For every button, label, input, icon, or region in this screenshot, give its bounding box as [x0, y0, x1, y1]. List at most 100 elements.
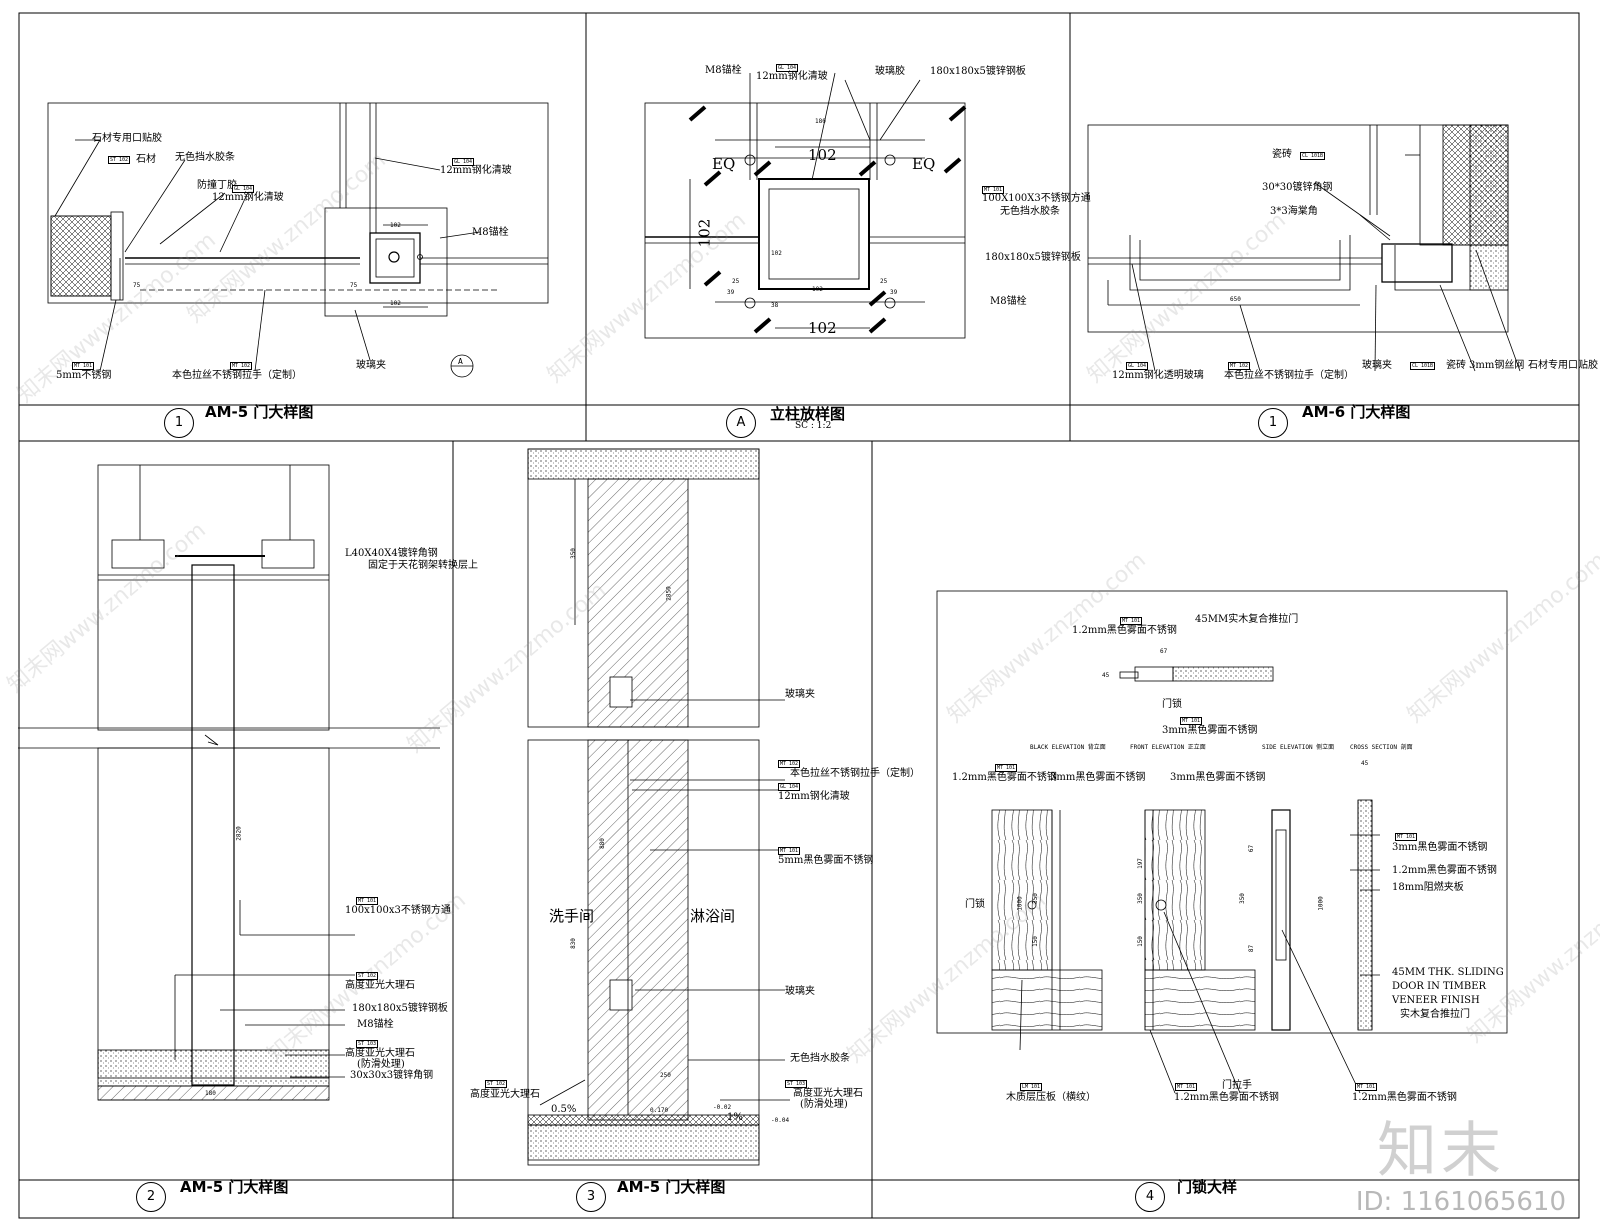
p3-dim: 2850 [665, 586, 673, 601]
p4-dim: 45 [1102, 672, 1110, 679]
p3-title: AM-5 门大样图 [617, 1178, 726, 1196]
pa-number: A [726, 408, 756, 438]
p1-dim: 75 [350, 282, 358, 289]
p1b-label: 30*30镀锌角钢 [1262, 182, 1333, 193]
p3-label: 12mm钢化清玻 [778, 791, 850, 802]
p4-number: 4 [1135, 1182, 1165, 1212]
p3-label: 无色挡水胶条 [790, 1053, 850, 1064]
p4-tag: MT 101 [1120, 617, 1143, 625]
p4-dim: 87 [1248, 944, 1256, 953]
p4-label: 3mm黑色雾面不锈钢 [1392, 842, 1488, 853]
p1b-dim: 650 [1230, 296, 1241, 303]
pa-dim: 180 [815, 118, 826, 125]
p1-label: 玻璃夹 [356, 360, 386, 371]
pa-label: 玻璃胶 [875, 66, 905, 77]
p3-tag: MT 101 [778, 847, 801, 855]
p4-tag: MT 101 [995, 764, 1018, 772]
pa-dim: 38 [771, 302, 779, 309]
p1-label: 石材专用口贴胶 [92, 133, 162, 144]
pa-dim-large: 102 [808, 319, 837, 337]
pa-label: 180x180x5镀锌钢板 [930, 66, 1026, 77]
p2-drawing [18, 464, 440, 1101]
p4-header: BLACK ELEVATION 背立面 [1030, 744, 1106, 751]
p2-tag: ST 103 [356, 1040, 379, 1048]
p4-label: 3mm黑色雾面不锈钢 [1050, 772, 1146, 783]
pa-dim: 102 [812, 286, 823, 293]
p1-label: 12mm钢化清玻 [440, 165, 512, 176]
p4-dim: 150 [1031, 936, 1039, 947]
brand-logo: 知末 [1377, 1116, 1505, 1186]
p4-title: 门锁大样 [1177, 1178, 1238, 1196]
p1-label: 石材 [136, 154, 156, 165]
p1-dim: 102 [390, 222, 401, 229]
p4-dim: 150 [1136, 936, 1144, 947]
p1-dim: 75 [133, 282, 141, 289]
p3-tag: ST 102 [485, 1080, 508, 1088]
p1-label: 防撞丁胶 [197, 180, 237, 191]
p3-label: 5mm黑色雾面不锈钢 [778, 855, 874, 866]
p1-dim: 102 [390, 300, 401, 307]
p1-label: 无色挡水胶条 [175, 152, 235, 163]
p1-number: 1 [164, 408, 194, 438]
p3-label: 高度亚光大理石 [793, 1088, 863, 1099]
p4-tag: MT 101 [1180, 717, 1203, 725]
p2-label: L40X40X4镀锌角钢 [345, 548, 438, 559]
p2-label: 30x30x3镀锌角钢 [350, 1070, 434, 1081]
p3-dim: 0.170 [650, 1107, 669, 1114]
p3-label: 玻璃夹 [785, 689, 815, 700]
p4-dim: 67 [1248, 844, 1256, 853]
p4-label: 1.2mm黑色雾面不锈钢 [1072, 625, 1177, 636]
p4-dim: 197 [1136, 858, 1144, 869]
p3-slope: 1% [727, 1112, 743, 1123]
p1b-drawing [1087, 124, 1521, 372]
p3-label: 本色拉丝不锈钢拉手（定制） [790, 768, 920, 779]
p1b-label: 本色拉丝不锈钢拉手（定制） [1224, 370, 1354, 381]
pa-label: 180x180x5镀锌钢板 [985, 252, 1081, 263]
pa-dim: 25 [880, 278, 888, 285]
p3-tag: GL 104 [778, 783, 801, 791]
p1-label: 12mm钢化清玻 [212, 192, 284, 203]
p4-label: 门拉手 [1222, 1080, 1252, 1091]
p3-dim: 880 [598, 838, 606, 849]
p4-label: 1.2mm黑色雾面不锈钢 [1392, 865, 1497, 876]
p4-dim: 1000 [1016, 896, 1024, 911]
p1b-tag: GL 104 [1126, 362, 1149, 370]
p1b-title: AM-6 门大样图 [1302, 403, 1411, 421]
p1b-number: 1 [1258, 408, 1288, 438]
p4-label: 3mm黑色雾面不锈钢 [1162, 725, 1258, 736]
p1-label: 本色拉丝不锈钢拉手（定制） [172, 370, 302, 381]
p2-label: M8锚栓 [357, 1019, 394, 1030]
p4-tag: LM 101 [1020, 1083, 1043, 1091]
p2-number: 2 [136, 1182, 166, 1212]
pa-ticks [688, 105, 967, 334]
p1-tag: MT 102 [230, 362, 253, 370]
p2-tag: MT 101 [356, 897, 379, 905]
p3-number: 3 [576, 1182, 606, 1212]
pa-tag: GL 104 [776, 64, 799, 72]
p3-room-label: 淋浴间 [690, 907, 736, 925]
p4-header: CROSS SECTION 剖面 [1350, 744, 1413, 751]
pa-dim: 39 [727, 289, 735, 296]
p4-label: 45MM THK. SLIDING [1392, 967, 1504, 978]
p1b-label: 瓷砖 [1446, 360, 1466, 371]
p1b-label: 瓷砖 [1272, 149, 1292, 160]
p4-dim: 350 [1136, 893, 1144, 904]
p1-tag: MT 101 [72, 362, 95, 370]
p3-label: 玻璃夹 [785, 986, 815, 997]
p2-dim: 2820 [235, 826, 243, 841]
p2-label: 高度亚光大理石 [345, 980, 415, 991]
p1-label: M8锚栓 [472, 227, 509, 238]
pa-dim: 102 [771, 250, 782, 257]
pa-label: 12mm钢化清玻 [756, 71, 828, 82]
pa-dim-large: 102 [808, 146, 837, 164]
p4-dim: 45 [1361, 760, 1369, 767]
p1b-tag: MT 102 [1228, 362, 1251, 370]
pa-title: 立柱放样图 [770, 405, 846, 423]
p4-tag: MT 101 [1395, 833, 1418, 841]
p4-dim: 67 [1160, 648, 1168, 655]
p4-header: FRONT ELEVATION 正立面 [1130, 744, 1206, 751]
pa-eq: EQ [712, 155, 736, 173]
p4-dim: 350 [1031, 893, 1039, 904]
p4-label: 45MM实木复合推拉门 [1195, 614, 1299, 625]
p3-tag: ST 103 [785, 1080, 808, 1088]
